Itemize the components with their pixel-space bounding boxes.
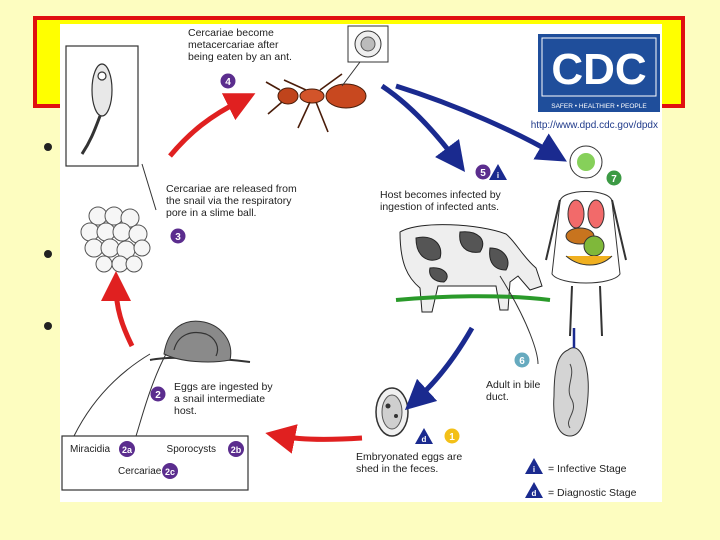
pointer-lines [73, 61, 539, 437]
cdc-url: http://www.dpd.cdc.gov/dpdx [531, 120, 658, 131]
bullet-2 [44, 250, 52, 258]
svg-text:2c: 2c [165, 467, 175, 477]
stage-6-badge [514, 352, 530, 368]
infective-stage-icon [489, 164, 507, 180]
stage-7-badge [606, 170, 622, 186]
svg-text:4: 4 [225, 77, 231, 88]
blue-arrows [380, 83, 576, 411]
bullet-3 [44, 322, 52, 330]
cercaria-illustration [65, 45, 139, 167]
embryonated-egg-illustration [375, 387, 409, 437]
svg-text:d: d [532, 489, 537, 498]
snail-illustration [149, 320, 251, 363]
cdc-logo-text: CDC [551, 45, 646, 94]
svg-text:Miracidia: Miracidia [70, 444, 110, 455]
svg-text:7: 7 [611, 174, 617, 185]
adult-fluke-illustration [553, 347, 589, 437]
svg-text:2b: 2b [231, 445, 242, 455]
stage-1-badge [444, 428, 460, 444]
bullet-1 [44, 143, 52, 151]
stage-4-badge [220, 73, 236, 89]
svg-text:i: i [533, 465, 535, 474]
svg-text:2a: 2a [122, 445, 133, 455]
cow-illustration [395, 224, 551, 313]
life-cycle-diagram: CDC SAFER • HEALTHIER • PEOPLE http://ww… [60, 24, 662, 502]
stage-5-badge [475, 164, 491, 180]
stage-2-badge [150, 386, 166, 402]
cdc-tagline: SAFER • HEALTHIER • PEOPLE [551, 103, 647, 110]
svg-text:i: i [497, 171, 499, 180]
cdc-logo: CDC SAFER • HEALTHIER • PEOPLE [538, 34, 660, 112]
human-figure-illustration [545, 145, 627, 337]
svg-text:Sporocysts: Sporocysts [167, 444, 216, 455]
stage-legend: i = Infective Stage d = Diagnostic Stage [525, 458, 637, 499]
svg-text:2: 2 [155, 390, 161, 401]
diagnostic-stage-icon [415, 428, 433, 444]
svg-text:= Diagnostic Stage: = Diagnostic Stage [548, 487, 637, 499]
svg-text:= Infective Stage: = Infective Stage [548, 463, 627, 475]
ant-illustration [265, 73, 367, 133]
svg-text:6: 6 [519, 356, 525, 367]
metacercaria-cyst-illustration [347, 25, 389, 63]
life-cycle-svg: CDC SAFER • HEALTHIER • PEOPLE http://ww… [61, 25, 660, 499]
svg-text:Eggs are ingested bya snail in: Eggs are ingested bya snail intermediate… [174, 381, 273, 417]
svg-text:1: 1 [449, 432, 455, 443]
svg-text:3: 3 [175, 232, 181, 243]
snail-stages-inset: Miracidia 2a Sporocysts 2b Cercariae 2c [61, 435, 249, 491]
stage-3-badge [170, 228, 186, 244]
egg-ball-illustration [80, 206, 151, 273]
svg-text:Cercariae: Cercariae [118, 466, 162, 477]
stage-7: 7 [606, 170, 622, 186]
svg-text:5: 5 [480, 168, 486, 179]
svg-text:d: d [422, 435, 427, 444]
